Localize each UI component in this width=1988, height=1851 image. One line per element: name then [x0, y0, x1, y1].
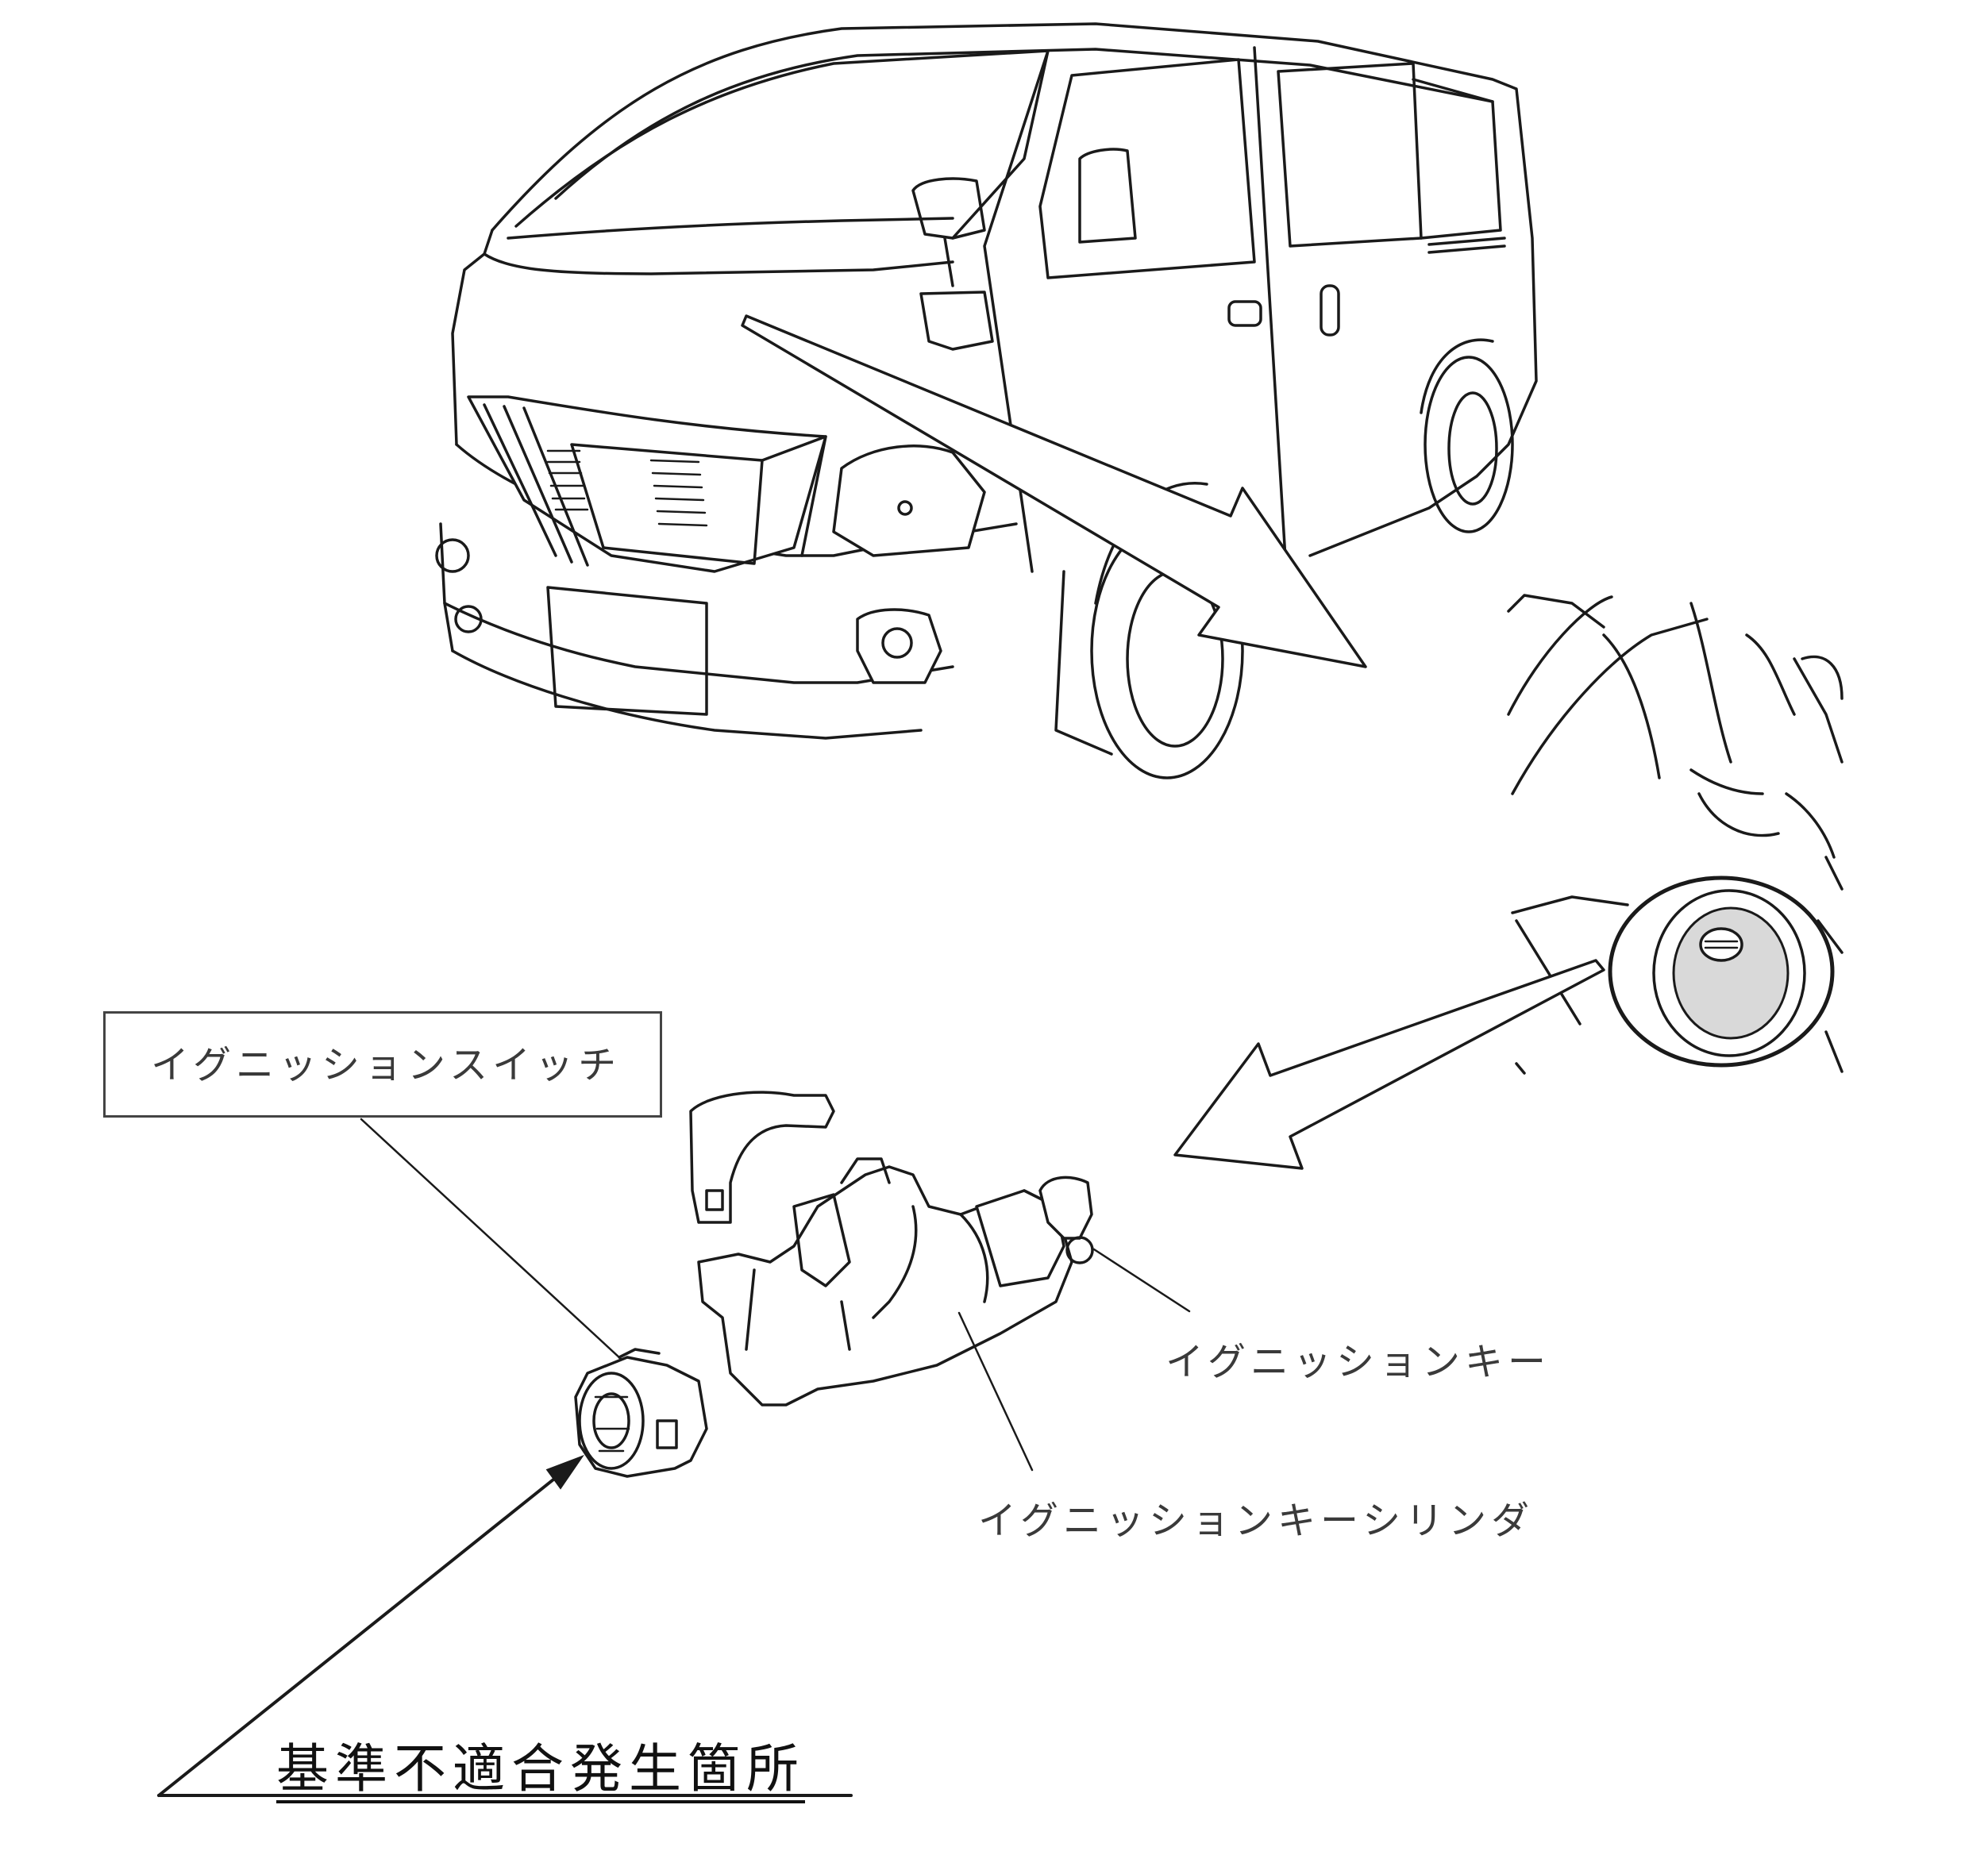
leader-ignition-switch [360, 1118, 622, 1360]
van-illustration [435, 22, 1538, 779]
pointer-nonconformity [157, 1454, 853, 1797]
leader-ignition-key [1092, 1248, 1191, 1313]
steering-column-detail [1507, 594, 1844, 1075]
leader-ignition-key-cylinder [957, 1311, 1034, 1472]
ignition-switch-label: イグニッションスイッチ [151, 1043, 622, 1087]
ignition-key-label: イグニッションキー [1165, 1340, 1551, 1384]
zoom-arrow-detail [1173, 959, 1605, 1170]
zoom-arrow-van [741, 314, 1367, 668]
ignition-key-cylinder-label: イグニッションキーシリンダ [978, 1499, 1535, 1543]
nonconformity-location-label: 基準不適合発生箇所 [276, 1743, 805, 1803]
ignition-parts [574, 1091, 1094, 1478]
ignition-switch-label-box [103, 1011, 662, 1118]
